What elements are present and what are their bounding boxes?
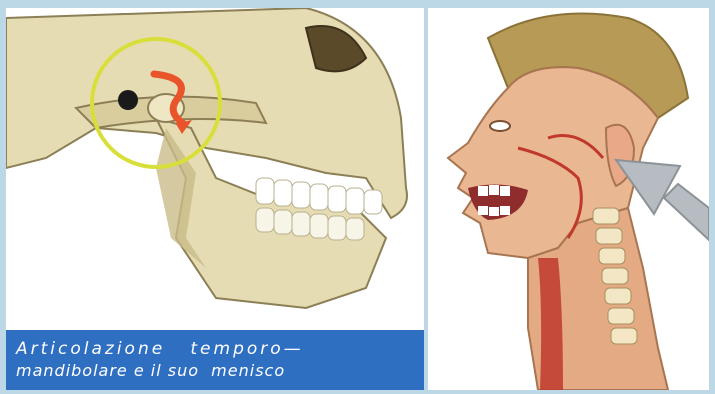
skull-illustration: [6, 8, 424, 330]
head-anatomy-panel: [428, 8, 709, 390]
caption-box: Articolazione temporo— mandibolare e il …: [6, 330, 424, 390]
head-anatomy-illustration: [428, 8, 709, 390]
ear-canal: [118, 90, 138, 110]
throat: [538, 258, 563, 390]
eye: [490, 121, 510, 131]
caption-line-2: mandibolare e il suo menisco: [16, 360, 414, 382]
skull-illustration-panel: Articolazione temporo— mandibolare e il …: [6, 8, 424, 390]
caption-line-1: Articolazione temporo—: [16, 338, 414, 360]
